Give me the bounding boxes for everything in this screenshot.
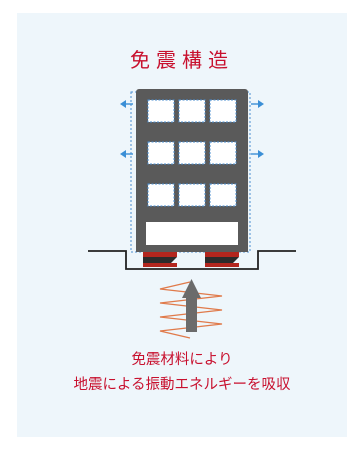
sway-arrows <box>120 100 264 158</box>
window <box>147 99 175 123</box>
diagram-title: 免震構造 <box>130 48 234 72</box>
sway-outline <box>130 91 251 253</box>
window <box>147 141 175 165</box>
window <box>209 183 237 207</box>
arrow-up-icon <box>182 279 201 332</box>
base-slab <box>136 245 248 252</box>
window <box>178 99 206 123</box>
arrow-left-icon <box>120 100 133 108</box>
isolator-right <box>205 252 239 267</box>
window <box>178 183 206 207</box>
arrow-left-icon <box>120 150 133 158</box>
building <box>136 89 248 251</box>
seismic-isolators <box>143 252 239 267</box>
window <box>178 141 206 165</box>
arrow-right-icon <box>251 150 264 158</box>
window <box>209 141 237 165</box>
building-frame <box>136 89 248 251</box>
window <box>147 183 175 207</box>
ground-line <box>88 250 296 270</box>
diagram-caption: 免震材料により 地震による振動エネルギーを吸収 <box>0 348 364 398</box>
caption-line-1: 免震材料により <box>131 352 233 368</box>
ground-floor <box>146 222 238 245</box>
caption-line-2: 地震による振動エネルギーを吸収 <box>73 377 291 393</box>
arrow-right-icon <box>251 100 264 108</box>
zigzag-icon <box>159 281 223 339</box>
window <box>209 99 237 123</box>
isolator-left <box>143 252 177 267</box>
